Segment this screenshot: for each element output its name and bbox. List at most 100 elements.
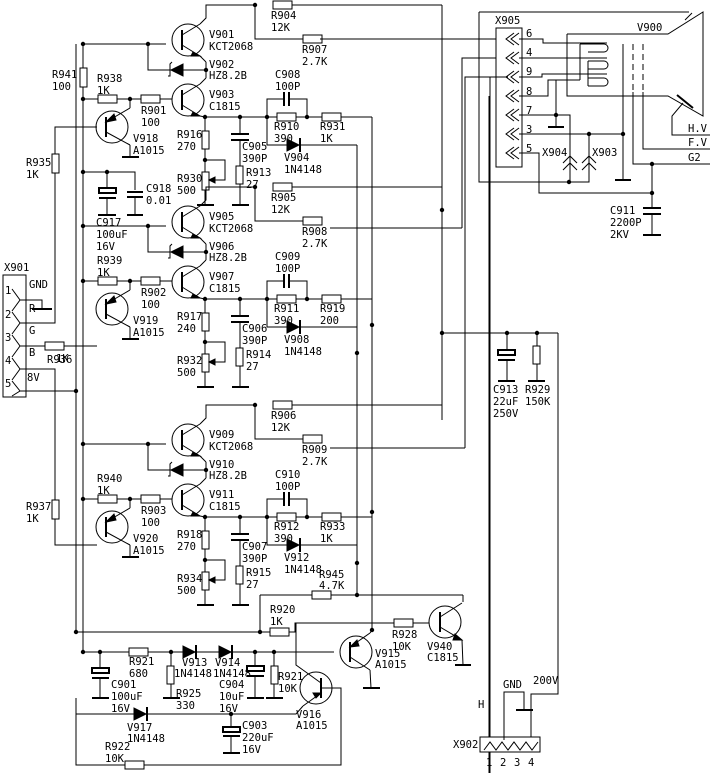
svg-text:100uF: 100uF <box>96 229 128 241</box>
r-load-hi-val: 12K <box>271 204 291 216</box>
transistor-v916: V916 A1015 <box>75 623 342 766</box>
r-load-hi-val: 12K <box>271 22 291 34</box>
r-base-val: 100 <box>141 517 160 529</box>
r-c-emit-ref: R915 <box>246 567 271 579</box>
capacitor-c901: C901 100uF 16V <box>91 652 143 715</box>
x901-pin-4: 4 <box>5 355 11 367</box>
r-c-emit-val: 27 <box>246 361 259 373</box>
q-top-ref: V905 <box>209 211 234 223</box>
r-load-lo-ref: R908 <box>302 226 327 238</box>
r-base-val: 100 <box>141 117 160 129</box>
capacitor-c911: C911 2200P 2KV <box>610 164 661 241</box>
svg-text:A1015: A1015 <box>375 659 407 671</box>
svg-text:16V: 16V <box>219 703 239 715</box>
r-load-hi-ref: R905 <box>271 192 296 204</box>
crt-tube-v900: V900 H.V F.V G2 <box>566 11 710 165</box>
connector-x901: X901 1 2 3 4 5 GND R G B 8V <box>2 175 97 500</box>
x901-pin-5: 5 <box>5 378 11 390</box>
r-load-lo-ref: R907 <box>302 44 327 56</box>
r-load-lo-val: 2.7K <box>302 456 328 468</box>
svg-text:C901: C901 <box>111 679 136 691</box>
zener-ref: V906 <box>209 241 234 253</box>
r-emit-ref: R916 <box>177 129 202 141</box>
svg-text:250V: 250V <box>493 408 519 420</box>
q-top-ref: V901 <box>209 29 234 41</box>
r-base-up-val: 1K <box>97 485 110 497</box>
svg-text:9: 9 <box>526 66 532 78</box>
zener-ref: V910 <box>209 459 234 471</box>
svg-text:5: 5 <box>526 143 532 155</box>
zener-part: HZ8.2B <box>209 70 247 82</box>
svg-text:V900: V900 <box>637 22 662 34</box>
connector-x902: X902 1 2 3 4 H GND 200V <box>453 675 559 769</box>
r-base-up-ref: R940 <box>97 473 122 485</box>
svg-text:3: 3 <box>514 757 520 769</box>
q-mid-ref: V907 <box>209 271 234 283</box>
svg-text:6: 6 <box>526 28 532 40</box>
svg-text:16V: 16V <box>111 703 131 715</box>
resistor-r936: R936 1K <box>47 353 72 366</box>
svg-text:X902: X902 <box>453 739 478 751</box>
svg-text:H: H <box>478 699 484 711</box>
svg-text:150K: 150K <box>525 396 551 408</box>
svg-text:C904: C904 <box>219 679 244 691</box>
q-mid-part: C1815 <box>209 283 241 295</box>
c-emit-val: 390P <box>242 153 267 165</box>
svg-text:C918: C918 <box>146 183 171 195</box>
x901-signal-gnd: GND <box>29 279 48 291</box>
svg-text:R935: R935 <box>26 157 51 169</box>
r-out-val: 1K <box>320 133 333 145</box>
c-emit-val: 390P <box>242 335 267 347</box>
svg-text:R929: R929 <box>525 384 550 396</box>
x901-signal-8v: 8V <box>27 372 40 384</box>
x901-pin-3: 3 <box>5 332 11 344</box>
r-out-ref: R933 <box>320 521 345 533</box>
pot-emit-ref: R930 <box>177 173 202 185</box>
x901-signal-b: B <box>29 347 35 359</box>
r-load-lo-ref: R909 <box>302 444 327 456</box>
q-in-part: A1015 <box>133 545 165 557</box>
r-emit-val: 270 <box>177 541 196 553</box>
svg-text:1K: 1K <box>56 353 69 365</box>
r-emit-val: 270 <box>177 141 196 153</box>
svg-text:1K: 1K <box>270 616 283 628</box>
svg-text:2KV: 2KV <box>610 229 630 241</box>
svg-text:3: 3 <box>526 124 532 136</box>
svg-text:10K: 10K <box>105 753 125 765</box>
c-fb-val: 100P <box>275 481 300 493</box>
svg-text:680: 680 <box>129 668 148 680</box>
x901-signal-g: G <box>29 325 35 337</box>
svg-text:G2: G2 <box>688 152 701 164</box>
diode-ref: V904 <box>284 152 309 164</box>
x901-ref: X901 <box>4 262 29 274</box>
svg-text:100uF: 100uF <box>111 691 143 703</box>
resistor-r921-680: R921 680 <box>128 647 154 680</box>
r-fb-ref: R910 <box>274 121 299 133</box>
svg-text:4: 4 <box>526 47 532 59</box>
q-top-part: KCT2068 <box>209 441 253 453</box>
pot-emit-val: 500 <box>177 185 196 197</box>
r-fb-ref: R911 <box>274 303 299 315</box>
resistor-r929: R929 150K <box>525 333 551 408</box>
q-in-ref: V918 <box>133 133 158 145</box>
r-emit-val: 240 <box>177 323 196 335</box>
svg-text:4.7K: 4.7K <box>319 580 345 592</box>
r-emit-ref: R917 <box>177 311 202 323</box>
spark-gap-x903: X903 <box>569 134 617 183</box>
q-top-part: KCT2068 <box>209 223 253 235</box>
r-base-ref: R902 <box>141 287 166 299</box>
diode-part: 1N4148 <box>284 564 322 576</box>
svg-text:8: 8 <box>526 86 532 98</box>
svg-text:4: 4 <box>528 757 534 769</box>
svg-text:R921: R921 <box>278 671 303 683</box>
